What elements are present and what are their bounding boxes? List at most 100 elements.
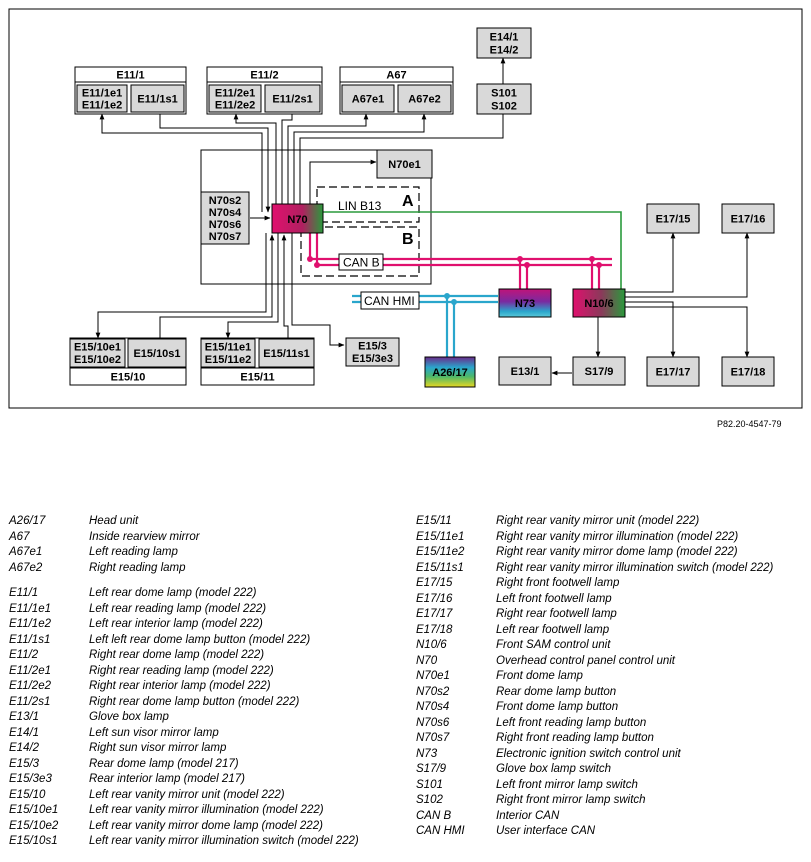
legend-description: Rear interior lamp (model 217)	[89, 773, 245, 785]
legend-description: Left front mirror lamp switch	[496, 778, 638, 791]
wire-e15-11e1	[225, 233, 279, 339]
label-e15-11e1: E15/11e1	[205, 342, 252, 354]
legend-code: E17/17	[416, 608, 453, 620]
label-a67e1: A67e1	[352, 94, 384, 106]
legend-code: E15/3e3	[9, 773, 52, 785]
label-n70s4: N70s4	[209, 207, 242, 219]
box-e15-10e	[69, 338, 126, 368]
legend-description: Head unit	[89, 515, 139, 527]
legend-code: E17/16	[416, 592, 453, 605]
legend-description: Overhead control panel control unit	[496, 654, 675, 667]
legend-code: A67e1	[9, 546, 43, 558]
legend-code: E15/11	[416, 515, 452, 527]
wire-n70e1	[309, 159, 377, 212]
legend-description: Left rear reading lamp (model 222)	[89, 602, 267, 615]
legend-description: Glove box lamp	[89, 711, 169, 723]
box-e15-11e	[200, 338, 256, 368]
label-e17-18: E17/18	[731, 367, 766, 379]
figure-reference: P82.20-4547-79	[717, 419, 782, 429]
legend-code: CAN HMI	[416, 825, 465, 837]
legend-code: N70s6	[416, 716, 450, 729]
wire-e15-11s1	[281, 234, 289, 339]
legend-description: Right rear vanity mirror illumination sw…	[496, 561, 774, 574]
legend-description: Right rear interior lamp (model 222)	[89, 680, 271, 692]
legend-description: Glove box lamp switch	[496, 763, 612, 775]
legend-description: Left reading lamp	[89, 546, 178, 558]
label-e14-1: E14/1	[490, 32, 519, 44]
label-n70s2: N70s2	[209, 195, 241, 207]
box-e17-16	[721, 203, 775, 234]
group-e11-1-title: E11/1	[116, 70, 144, 82]
label-s101: S101	[491, 88, 517, 100]
legend-description: User interface CAN	[496, 825, 596, 837]
group-a67-title: A67	[386, 70, 406, 82]
label-e17-16: E17/16	[731, 214, 766, 226]
group-e15-10-title: E15/10	[111, 372, 146, 384]
label-e17-17: E17/17	[656, 367, 691, 379]
legend-description: Right front mirror lamp switch	[496, 794, 646, 806]
legend-description: Electronic ignition switch control unit	[496, 747, 681, 760]
label-e11-2s1: E11/2s1	[272, 94, 312, 106]
label-e15-3e3: E15/3e3	[352, 353, 393, 365]
legend-description: Front dome lamp button	[496, 701, 619, 713]
wire-e11-1s1	[159, 114, 271, 213]
lin-b13-label: LIN B13	[338, 199, 382, 213]
legend-description: Right sun visor mirror lamp	[89, 742, 227, 754]
label-e15-10e1: E15/10e1	[74, 342, 121, 354]
box-n73	[498, 288, 552, 318]
wire-e15-3	[291, 233, 345, 348]
label-n73: N73	[515, 298, 535, 310]
wire-e17-18	[625, 306, 750, 358]
label-n70s6: N70s6	[209, 219, 241, 231]
box-s101	[476, 83, 532, 115]
legend-description: Right front footwell lamp	[496, 577, 620, 589]
legend-code: E11/1s1	[9, 633, 51, 646]
wire-e11-2e1	[233, 113, 277, 212]
legend-description: Front dome lamp	[496, 670, 583, 682]
label-e11-2e1: E11/2e1	[215, 88, 255, 100]
box-a67e2	[397, 84, 452, 113]
label-s17-9: S17/9	[585, 366, 614, 378]
legend-code: E11/2e1	[9, 664, 51, 677]
group-e15-11-title: E15/11	[240, 372, 274, 384]
lin-b13-line	[323, 211, 622, 289]
label-e15-11e2: E15/11e2	[205, 354, 252, 366]
legend-code: E11/1	[9, 587, 39, 599]
box-e15-3	[345, 337, 400, 367]
box-n70e1	[376, 149, 433, 179]
box-e11-1e	[76, 84, 128, 113]
legend-code: E14/1	[9, 726, 40, 739]
label-n10-6: N10/6	[584, 298, 613, 310]
box-a26-17	[424, 356, 476, 388]
can-b-label: CAN B	[343, 256, 380, 270]
legend-description: Interior CAN	[496, 809, 560, 822]
legend-code: N70	[416, 654, 438, 667]
label-e15-10s1: E15/10s1	[133, 348, 180, 360]
legend-row: N70 Overhead control panel control unit	[416, 654, 808, 670]
legend-code: E15/11s1	[416, 561, 464, 574]
box-e11-1s1	[130, 84, 185, 113]
box-a67e1	[341, 84, 395, 113]
legend-description: Right rear dome lamp (model 222)	[89, 649, 265, 661]
box-e14	[476, 27, 532, 59]
box-e11-2e	[208, 84, 262, 113]
box-s17-9	[572, 356, 626, 386]
box-e13-1	[498, 356, 552, 386]
can-hmi-label: CAN HMI	[364, 294, 415, 308]
legend-code: A67e2	[9, 561, 43, 574]
